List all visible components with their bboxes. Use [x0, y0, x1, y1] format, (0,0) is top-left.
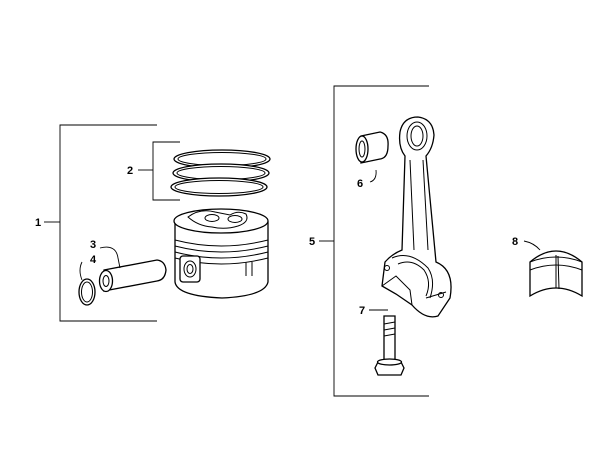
callout-1: 1 — [35, 217, 41, 229]
callout-8: 8 — [512, 236, 518, 248]
leader-4 — [79, 261, 83, 281]
connecting-rod — [381, 116, 452, 318]
small-end-bushing — [355, 131, 389, 164]
rod-bearing — [529, 250, 583, 298]
piston-rings — [170, 149, 271, 197]
group-1-bracket — [44, 124, 157, 322]
callout-6: 6 — [357, 178, 363, 190]
piston-pin — [98, 259, 167, 293]
leader-6 — [369, 169, 377, 183]
callout-3: 3 — [90, 239, 96, 251]
group-5-bracket — [319, 85, 429, 397]
leader-3 — [99, 246, 121, 269]
snap-ring — [78, 278, 96, 306]
callout-2: 2 — [127, 165, 133, 177]
callout-7: 7 — [359, 305, 365, 317]
rod-bolt — [374, 315, 405, 376]
callout-5: 5 — [309, 236, 315, 248]
piston — [173, 208, 269, 299]
group-2-bracket — [138, 141, 180, 201]
leader-8 — [523, 240, 541, 251]
callout-4: 4 — [90, 254, 97, 266]
